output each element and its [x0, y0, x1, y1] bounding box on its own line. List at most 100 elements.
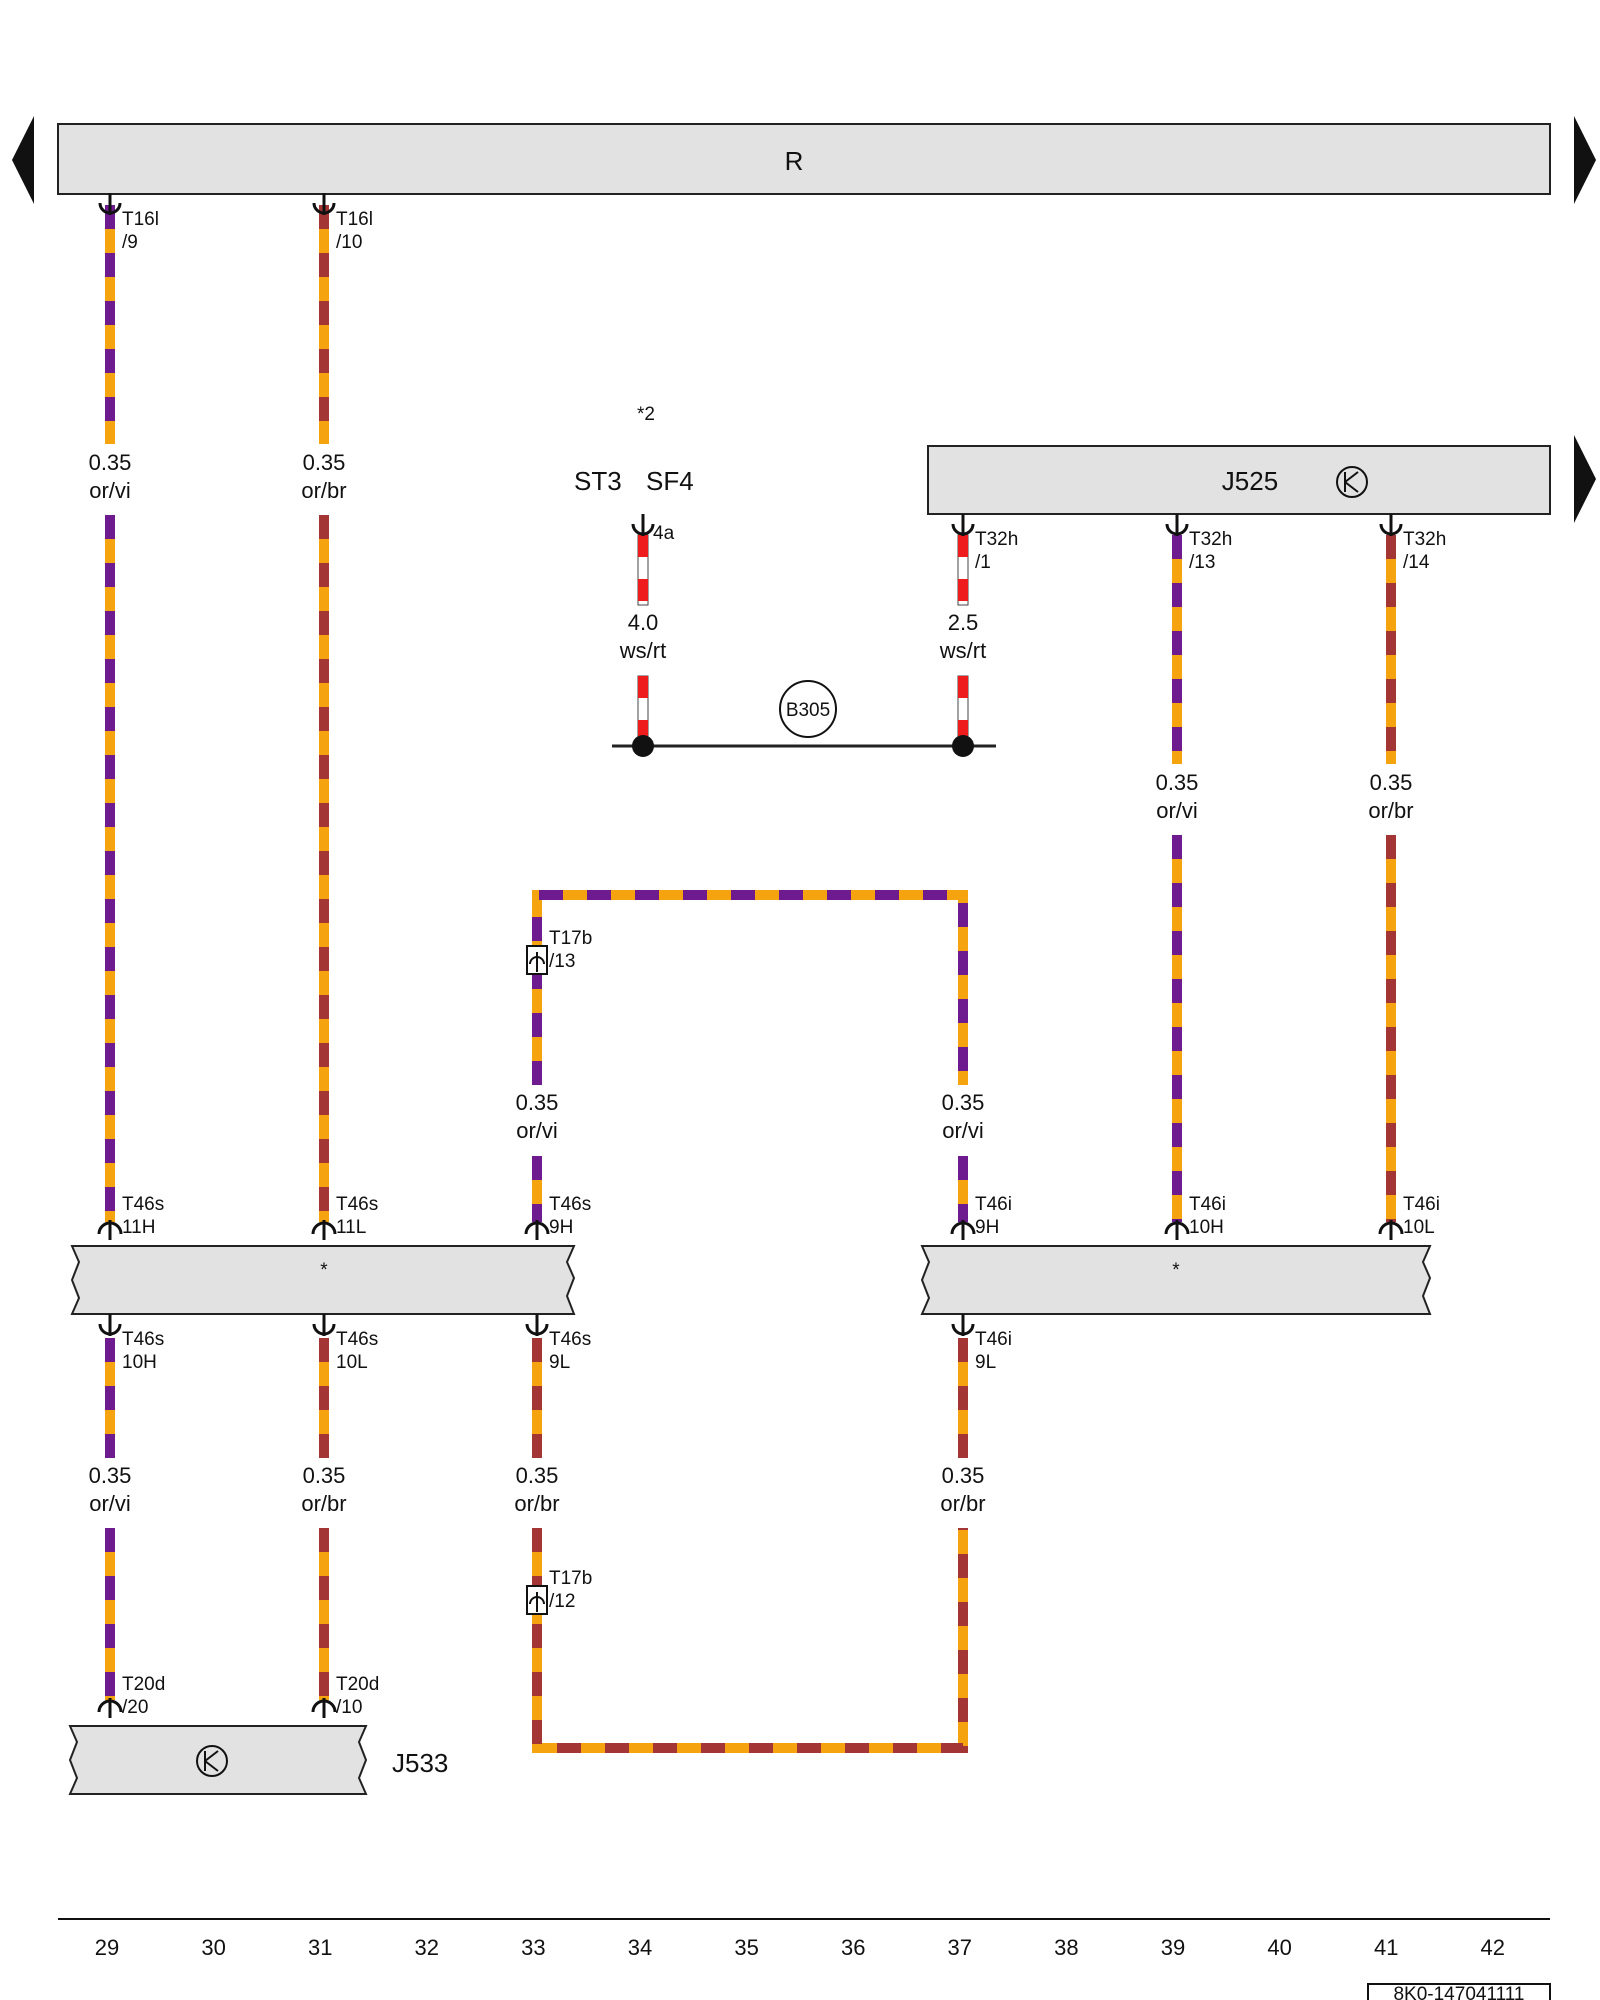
wire-color-w_loop_left_top: or/vi [516, 1118, 558, 1143]
column-number: 30 [201, 1935, 225, 1960]
wire-gauge-w1_bottom: 0.35 [89, 1463, 132, 1488]
column-number: 38 [1054, 1935, 1078, 1960]
pin-label-t17b_bottom: T17b [549, 1568, 592, 1589]
pin-label-rs_in_1: T46i [975, 1194, 1012, 1215]
pin-number-r_1: /9 [122, 232, 138, 253]
wire-gauge-w_loop_right_bottom: 0.35 [942, 1463, 985, 1488]
column-number: 34 [628, 1935, 652, 1960]
pin-number-ls_in_2: 11L [336, 1217, 366, 1238]
pin-label-r_1: T16l [122, 209, 159, 230]
wire-gauge-w1_top: 0.35 [89, 450, 132, 475]
wire-color-w_j525_2: or/vi [1156, 798, 1198, 823]
pin-number-rs_in_2: 10H [1189, 1217, 1224, 1238]
footnote-marker: *2 [637, 404, 655, 425]
wire-color-w_loop_left_bottom: or/br [514, 1491, 559, 1516]
column-number: 42 [1481, 1935, 1505, 1960]
wire-gauge-w_loop_left_top: 0.35 [516, 1090, 559, 1115]
sf4-label: SF4 [646, 466, 694, 496]
pin-number-j533_2: /10 [336, 1697, 362, 1718]
wire-color-w_loop_right_top: or/vi [942, 1118, 984, 1143]
pin-label-ls_in_1: T46s [122, 1194, 164, 1215]
wire-gauge-w2_top: 0.35 [303, 450, 346, 475]
pin-number-ls_in_3: 9H [549, 1217, 573, 1238]
wire-gauge-w_j525_1: 2.5 [948, 610, 979, 635]
pin-label-r_2: T16l [336, 209, 373, 230]
ground-bus [612, 735, 996, 757]
component-r[interactable]: R [57, 123, 1551, 195]
pin-label-j525_3: T32h [1403, 529, 1446, 550]
right-connector-block[interactable]: * [920, 1245, 1432, 1315]
pin-number-ls_out_3: 9L [549, 1352, 570, 1373]
pin-number-j525_3: /14 [1403, 552, 1430, 573]
pin-number-rs_in_3: 10L [1403, 1217, 1435, 1238]
pin-label-ls_in_3: T46s [549, 1194, 591, 1215]
wire-gauge-w2_bottom: 0.35 [303, 1463, 346, 1488]
pin-label-rs_out_1: T46i [975, 1329, 1012, 1350]
pin-number-t17b_bottom: /12 [549, 1591, 575, 1612]
component-j525-label: J525 [1222, 466, 1278, 496]
pin-label-rs_in_2: T46i [1189, 1194, 1226, 1215]
pin-label-j525_1: T32h [975, 529, 1018, 550]
pin-number-rs_in_1: 9H [975, 1217, 999, 1238]
column-number: 39 [1161, 1935, 1185, 1960]
wire-color-w1_top: or/vi [89, 478, 131, 503]
wire-color-w2_top: or/br [301, 478, 346, 503]
pin-number-ls_in_1: 11H [122, 1217, 155, 1238]
wire-gauge-w_loop_right_top: 0.35 [942, 1090, 985, 1115]
wire-gauge-w_j525_3: 0.35 [1370, 770, 1413, 795]
connectors-layer [97, 193, 1404, 1718]
st3-label: ST3 [574, 466, 622, 496]
column-number: 29 [95, 1935, 119, 1960]
pin-number-ls_out_2: 10L [336, 1352, 368, 1373]
right-connector-label: * [1172, 1260, 1180, 1281]
wire-color-w_j525_3: or/br [1368, 798, 1413, 823]
document-code-text: 8K0-147041111 [1393, 1984, 1524, 2000]
control-unit-icon [1336, 466, 1368, 498]
pin-number-rs_out_1: 9L [975, 1352, 996, 1373]
column-number: 36 [841, 1935, 865, 1960]
wire-loop-vi-stripe [532, 890, 968, 1085]
pin-number-t17b_top: /13 [549, 951, 575, 972]
wire-color-w1_bottom: or/vi [89, 1491, 131, 1516]
document-code: 8K0-147041111 [1367, 1983, 1551, 2000]
pin-number-ls_out_1: 10H [122, 1352, 157, 1373]
component-j533-label: J533 [392, 1748, 448, 1778]
wire-loop-br-stripe [532, 1528, 968, 1753]
pin-number-st_1: 4a [653, 523, 675, 544]
component-j533[interactable]: J533 [68, 1725, 448, 1795]
component-j525[interactable]: J525 [927, 445, 1551, 515]
column-number: 41 [1374, 1935, 1398, 1960]
wire-loop-br-base [532, 1528, 968, 1753]
left-connector-block[interactable]: * [70, 1245, 576, 1315]
b305-label: B305 [786, 700, 830, 721]
pin-number-j525_1: /1 [975, 552, 991, 573]
pin-label-ls_in_2: T46s [336, 1194, 378, 1215]
wires-layer [105, 205, 1396, 1753]
j525-right-arrow-icon[interactable] [1574, 435, 1596, 523]
ground-point-b305[interactable]: B305 [779, 680, 837, 738]
page-left-arrow-icon[interactable] [12, 116, 34, 204]
column-number: 37 [948, 1935, 972, 1960]
column-number: 33 [521, 1935, 545, 1960]
pin-label-j525_2: T32h [1189, 529, 1232, 550]
pin-label-ls_out_2: T46s [336, 1329, 378, 1350]
column-number: 32 [415, 1935, 439, 1960]
pin-label-j533_2: T20d [336, 1674, 379, 1695]
pin-label-ls_out_3: T46s [549, 1329, 591, 1350]
page-right-arrow-icon[interactable] [1574, 116, 1596, 204]
wire-gauge-w_st: 4.0 [628, 610, 659, 635]
wire-color-w_st: ws/rt [619, 638, 666, 663]
pin-label-j533_1: T20d [122, 1674, 165, 1695]
component-r-label: R [785, 146, 804, 176]
wire-loop-vi-base [532, 890, 968, 1085]
junction-point [632, 735, 654, 757]
wire-color-w_j525_1: ws/rt [939, 638, 986, 663]
pin-number-j533_1: /20 [122, 1697, 148, 1718]
wire-gauge-w_j525_2: 0.35 [1156, 770, 1199, 795]
wire-color-w_loop_right_bottom: or/br [940, 1491, 985, 1516]
column-number: 31 [308, 1935, 332, 1960]
pin-number-r_2: /10 [336, 232, 362, 253]
